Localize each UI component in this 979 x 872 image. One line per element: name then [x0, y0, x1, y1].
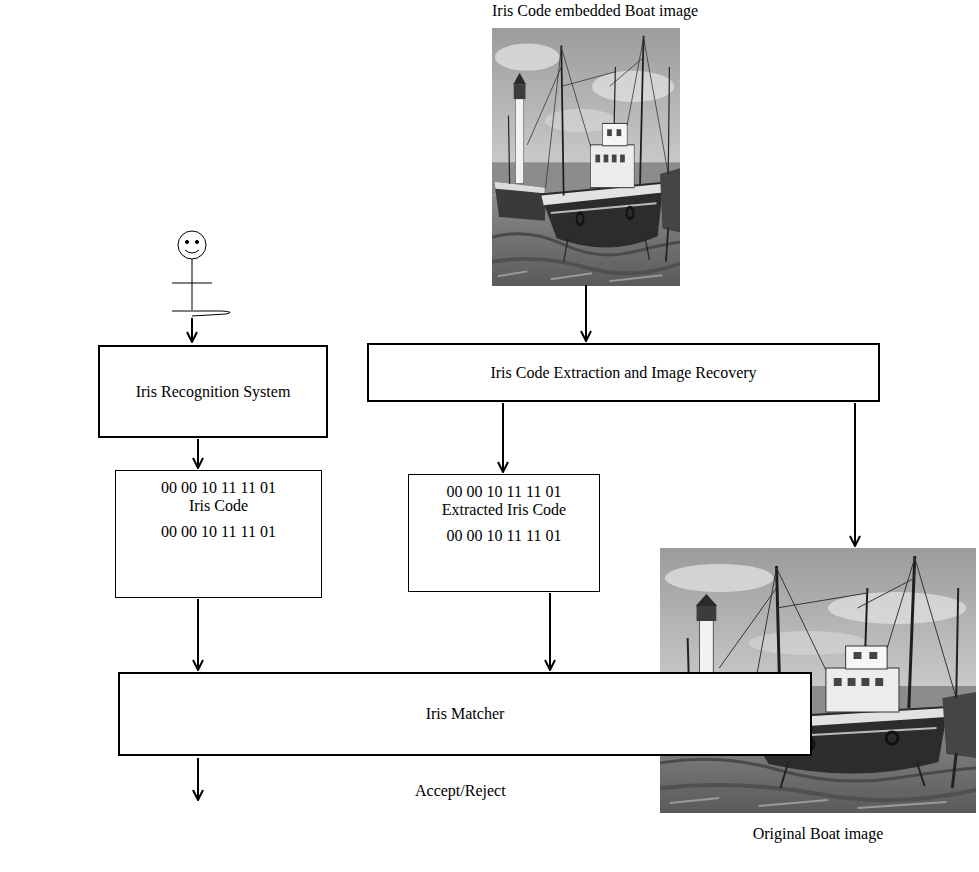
flow-arrow	[197, 439, 199, 468]
code-box: 00 00 10 11 11 01Iris Code00 00 10 11 11…	[115, 470, 322, 598]
box-label: Iris Code Extraction and Image Recovery	[490, 364, 756, 382]
code-bits: 00 00 10 11 11 01	[447, 483, 562, 501]
output-label: Accept/Reject	[413, 782, 508, 800]
flow-arrow	[585, 285, 587, 341]
embedded-boat-image	[492, 28, 680, 286]
code-bits: 00 00 10 11 11 01	[447, 527, 562, 545]
person-arrow	[191, 318, 193, 342]
image-caption: Original Boat image	[753, 825, 884, 843]
code-bits: 00 00 10 11 11 01	[161, 523, 276, 541]
process-box: Iris Matcher	[118, 672, 812, 756]
output-arrow	[197, 758, 199, 800]
process-box: Iris Recognition System	[98, 345, 328, 438]
box-label: Iris Recognition System	[136, 383, 291, 401]
person-figure	[172, 231, 230, 316]
code-bits: 00 00 10 11 11 01	[161, 479, 276, 497]
box-label: Iris Matcher	[426, 705, 505, 723]
image-area	[501, 26, 689, 284]
code-title: Extracted Iris Code	[442, 501, 566, 519]
flow-arrow	[549, 593, 551, 670]
image-caption: Iris Code embedded Boat image	[492, 2, 698, 20]
code-box: 00 00 10 11 11 01Extracted Iris Code00 0…	[408, 474, 600, 592]
flow-arrow	[502, 403, 504, 472]
process-box: Iris Code Extraction and Image Recovery	[367, 343, 880, 402]
flow-arrow	[197, 599, 199, 670]
code-title: Iris Code	[189, 497, 248, 515]
flow-arrow	[854, 403, 856, 546]
image-node: Iris Code embedded Boat image	[492, 2, 698, 284]
